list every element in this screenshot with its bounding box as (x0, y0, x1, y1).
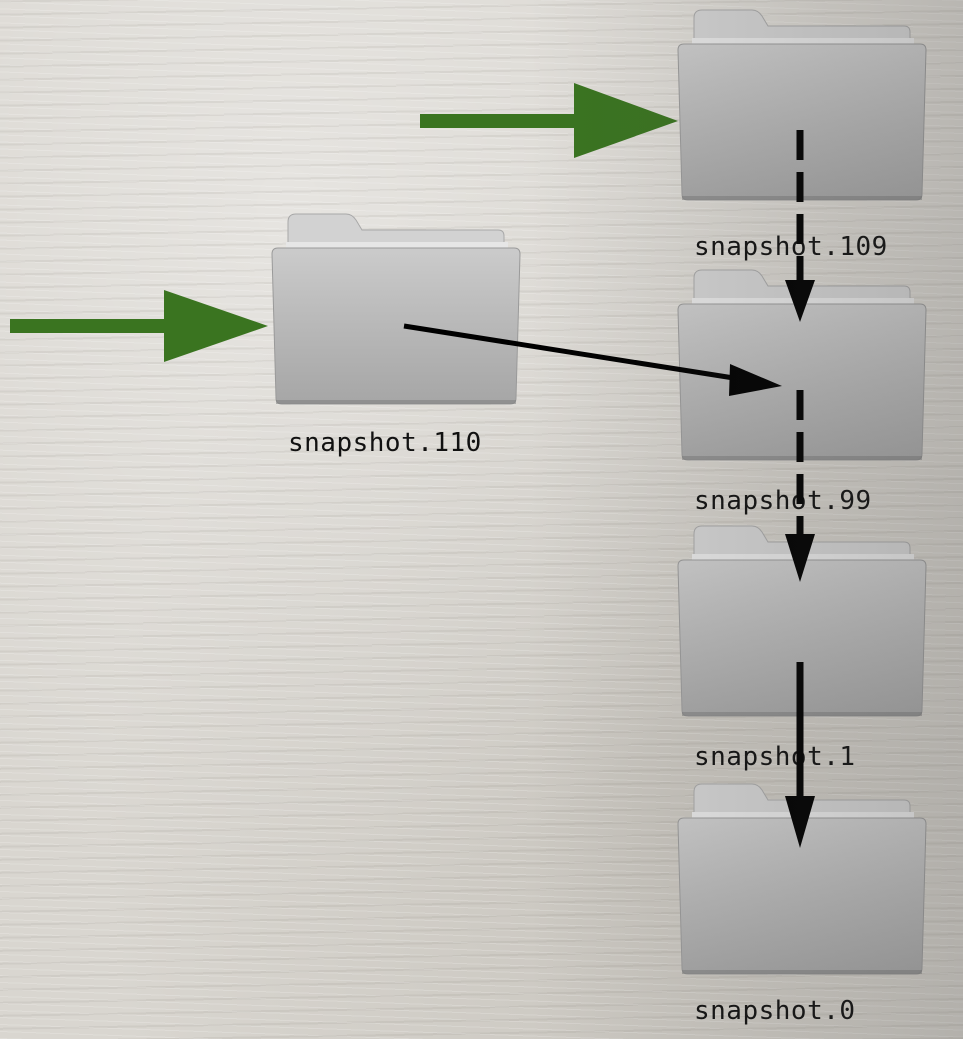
folder-snapshot-109 (674, 6, 930, 206)
arrow-snapshot-99-to-snapshot-1 (785, 390, 815, 582)
folder-label-snapshot-99: snapshot.99 (694, 486, 872, 516)
arrow-snapshot-110-to-snapshot-99 (403, 323, 782, 396)
folder-snapshot-110 (268, 210, 524, 410)
folder-label-snapshot-1: snapshot.1 (694, 742, 856, 772)
folder-icon (677, 9, 927, 201)
green-arrow-to-snapshot-110 (10, 290, 268, 362)
arrow-snapshot-109-to-snapshot-99 (785, 130, 815, 322)
folder-label-snapshot-0: snapshot.0 (694, 996, 856, 1026)
folder-label-snapshot-109: snapshot.109 (694, 232, 888, 262)
folder-icon (271, 213, 521, 405)
arrow-snapshot-1-to-snapshot-0 (785, 662, 815, 848)
green-arrow-to-snapshot-109 (420, 83, 678, 158)
folder-label-snapshot-110: snapshot.110 (288, 428, 482, 458)
